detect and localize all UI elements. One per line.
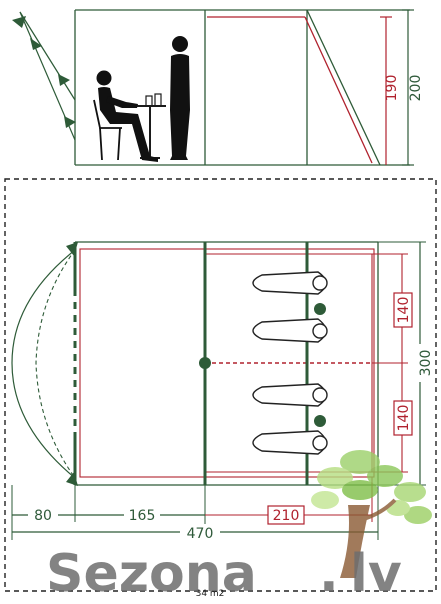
sleeping-bag-4 [252,430,327,455]
living-depth-label: 165 [129,508,156,524]
bedroom-width-top-label: 140 [396,297,412,324]
plan-peg-2 [66,472,78,486]
porch-arc-inner [35,249,76,479]
tree-logo-icon [311,450,432,578]
sleeping-bag-3-head [312,387,328,403]
seated-person-icon [93,70,158,162]
width-total-label: 300 [418,350,434,377]
watermark-dot: . [319,544,339,600]
standing-person-icon [170,36,190,160]
bedroom-width-bottom-label: 140 [396,405,412,432]
side-inner-slope [304,16,373,164]
pole-hub-middle [199,357,211,369]
plan-peg-1 [66,242,78,256]
bedroom-length-label: 210 [273,508,300,524]
total-length-label: 470 [187,526,214,542]
pole-hub-top [314,303,326,315]
floor-plan: 300 140 140 80 165 210 470 34 m2 [4,178,437,599]
porch-depth-label: 80 [34,508,52,524]
footprint-boundary [4,178,437,592]
side-peg-2 [58,74,70,86]
side-view: 200 190 [12,9,424,166]
height-inner-label: 190 [384,75,400,102]
area-label: 34 m2 [196,589,225,599]
side-peg-1 [30,38,42,50]
side-peg-4 [12,16,26,28]
watermark-logo: Sezona . lv [46,450,432,604]
sleeping-bag-1-head [312,275,328,291]
side-awning-slope-1 [19,11,76,101]
watermark-text: Sezona [46,544,257,600]
watermark-tld: lv [350,544,402,600]
side-rear-slope [306,9,381,166]
side-peg-3 [64,116,76,128]
sleeping-bags [252,271,328,455]
sleeping-bag-2 [252,318,327,343]
sleeping-bag-2-head [312,323,328,339]
pole-hub-bottom [314,415,326,427]
sleeping-bag-4-head [312,435,328,451]
porch-arc [11,249,76,479]
height-outer-label: 200 [408,75,424,102]
